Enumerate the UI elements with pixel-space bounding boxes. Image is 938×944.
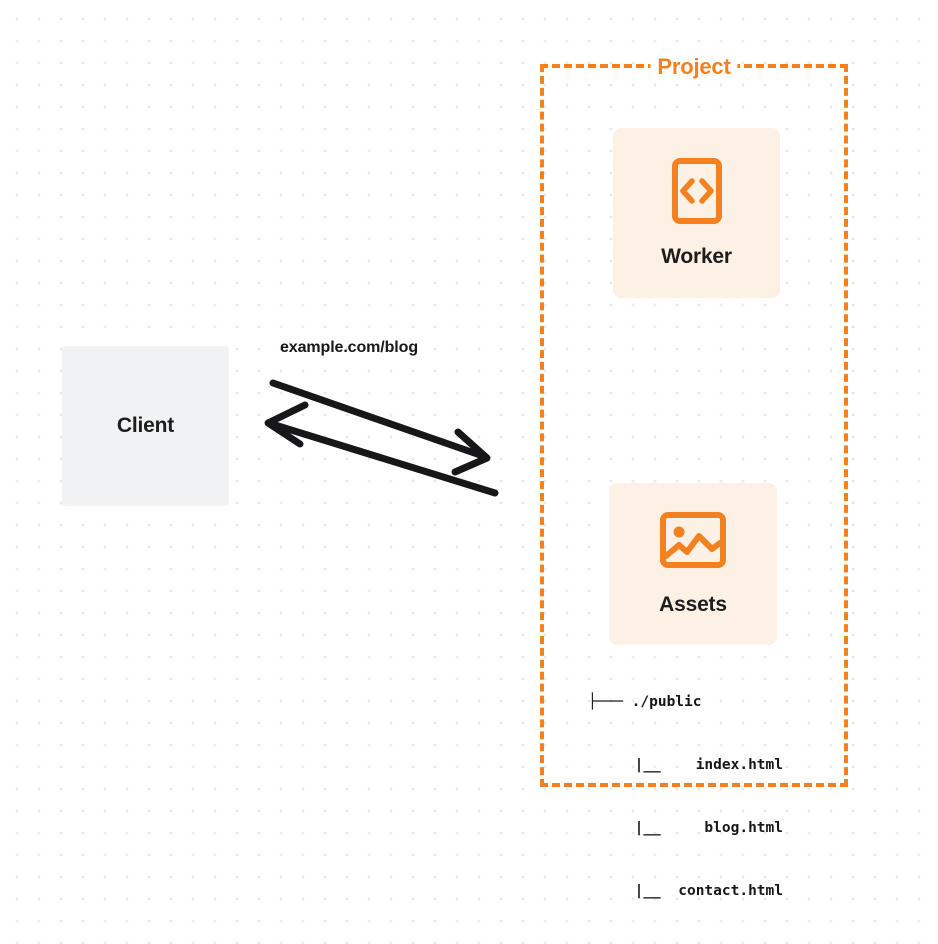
request-arrow bbox=[269, 379, 491, 476]
response-arrow bbox=[264, 401, 499, 497]
worker-node[interactable]: Worker bbox=[613, 128, 780, 298]
assets-node[interactable]: Assets bbox=[609, 483, 777, 645]
edge-label-url: example.com/blog bbox=[280, 339, 418, 356]
diagram-canvas: Client example.com/blog Project Worker bbox=[62, 54, 848, 899]
file-tree-row: |__ index.html bbox=[634, 757, 783, 773]
image-icon bbox=[660, 511, 726, 573]
project-group-title: Project bbox=[650, 54, 738, 80]
file-tree-row: |__ blog.html bbox=[634, 820, 783, 836]
client-node[interactable]: Client bbox=[62, 346, 229, 506]
client-label: Client bbox=[116, 414, 175, 437]
worker-label: Worker bbox=[661, 244, 732, 268]
file-tree-row: |__ contact.html bbox=[634, 883, 783, 899]
assets-label: Assets bbox=[659, 592, 727, 616]
code-brackets-icon bbox=[671, 157, 722, 229]
assets-file-tree: ├─── ./public |__ index.html |__ blog.ht… bbox=[588, 650, 783, 944]
file-tree-row: ├─── ./public bbox=[588, 694, 702, 710]
project-group: Project bbox=[540, 54, 848, 787]
